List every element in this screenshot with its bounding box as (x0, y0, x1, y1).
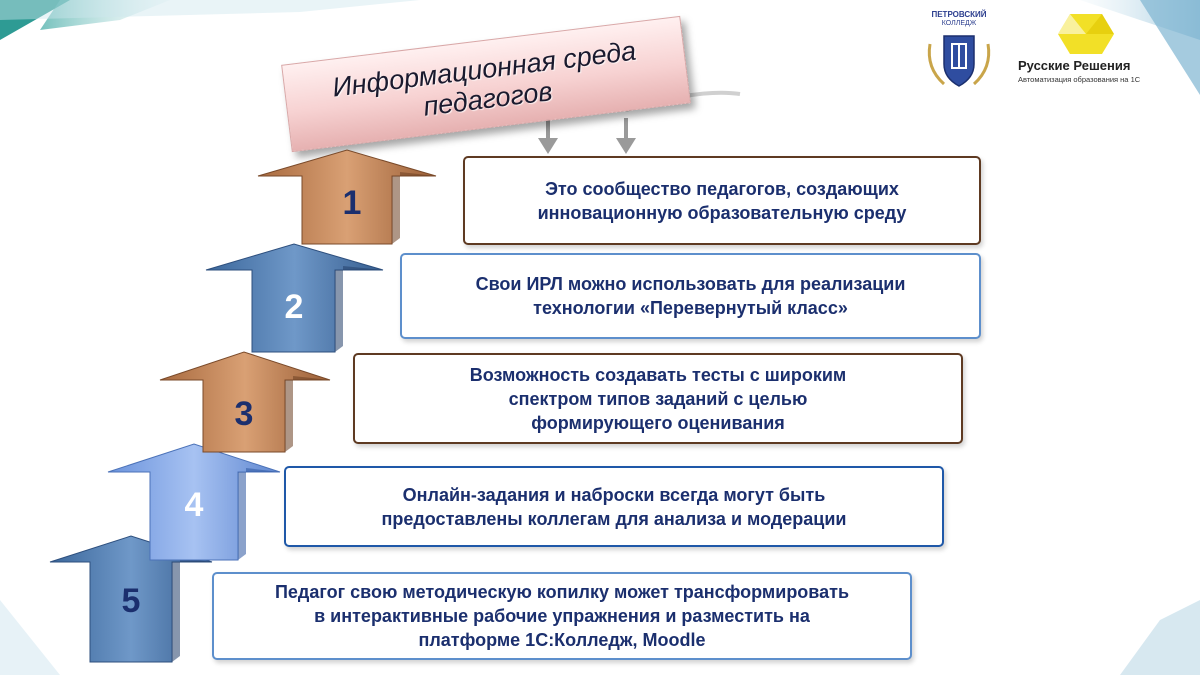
step-number-4: 4 (185, 486, 204, 524)
step-text-2: Свои ИРЛ можно использовать для реализац… (475, 274, 906, 318)
step-number-2: 2 (285, 288, 304, 326)
step-box-5: Педагог свою методическую копилку может … (212, 572, 912, 660)
step-arrow-4: 4 (107, 443, 281, 561)
step-number-3: 3 (235, 395, 254, 433)
step-box-2: Свои ИРЛ можно использовать для реализац… (400, 253, 981, 339)
rr-hexagon-icon (1058, 14, 1114, 54)
step-text-5: Педагог свою методическую копилку может … (274, 582, 850, 650)
step-arrow-2: 2 (205, 243, 384, 353)
step-text-1: Это сообщество педагогов, создающих инно… (537, 178, 907, 223)
logo-petrovsky-top: ПЕТРОВСКИЙ (931, 10, 987, 19)
step-box-3: Возможность создавать тесты с широким сп… (353, 353, 963, 444)
step-arrow-1: 1 (257, 149, 437, 245)
logo-petrovsky-bottom: КОЛЛЕДЖ (941, 20, 977, 27)
rr-tagline: Автоматизация образования на 1С (1018, 75, 1141, 84)
russkie-resheniya-logo: Русские Решения Автоматизация образовани… (1018, 12, 1188, 84)
step-arrow-5: 5 (49, 535, 213, 663)
petrovsky-college-logo: ПЕТРОВСКИЙ КОЛЛЕДЖ (924, 10, 994, 90)
step-text-4: Онлайн-задания и наброски всегда могут б… (381, 484, 847, 529)
college-emblem-icon (927, 35, 991, 87)
step-box-4: Онлайн-задания и наброски всегда могут б… (284, 466, 944, 547)
step-number-1: 1 (343, 184, 362, 222)
step-text-3: Возможность создавать тесты с широким сп… (469, 364, 847, 433)
step-box-1: Это сообщество педагогов, создающих инно… (463, 156, 981, 245)
step-number-5: 5 (122, 582, 141, 620)
rr-name: Русские Решения (1018, 58, 1131, 73)
step-arrow-3: 3 (159, 351, 331, 453)
